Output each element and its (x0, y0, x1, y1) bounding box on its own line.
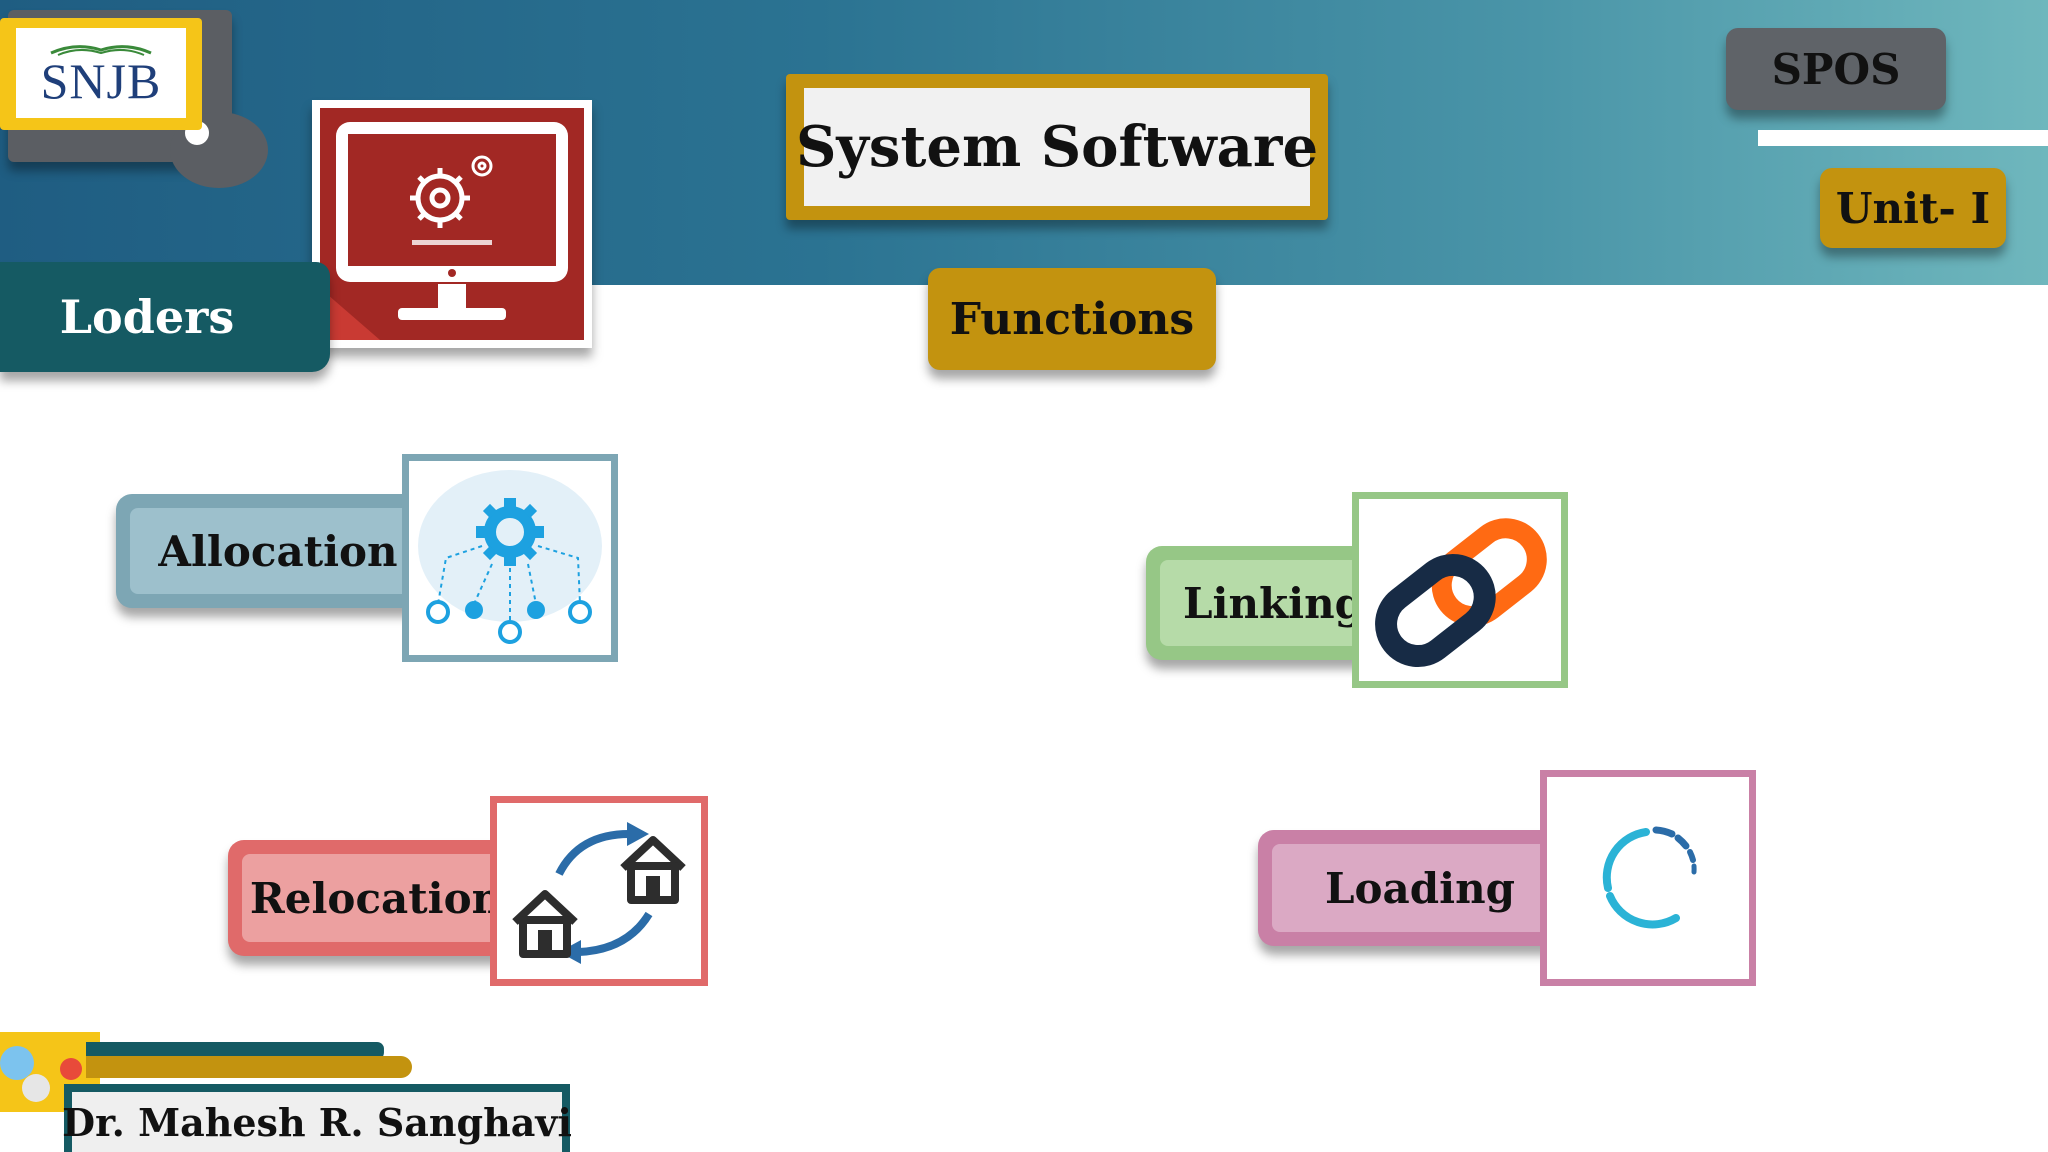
function-linking: Linking (1146, 546, 1370, 660)
page-title-frame: System Software (786, 74, 1328, 220)
footer-stripe-teal-overlay (86, 1042, 384, 1056)
function-allocation: Allocation (116, 494, 426, 608)
function-allocation-label: Allocation (158, 526, 398, 576)
function-loading-label: Loading (1325, 863, 1515, 913)
footer-decoration-circle-blue (0, 1046, 34, 1080)
relocation-icon-box (490, 796, 708, 986)
unit-badge: Unit- I (1820, 168, 2006, 248)
function-loading: Loading (1258, 830, 1568, 946)
monitor-icon-frame (312, 100, 592, 348)
function-relocation: Relocation (228, 840, 510, 956)
monitor-settings-icon (320, 108, 584, 340)
chain-link-icon (1375, 518, 1547, 668)
topic-label: Loders (0, 262, 330, 372)
subject-badge: SPOS (1726, 28, 1946, 110)
page-title: System Software (796, 88, 1318, 206)
loading-spinner-icon (1602, 826, 1697, 929)
footer-decoration-circle-white (22, 1074, 50, 1102)
logo-text: SNJB (40, 53, 162, 109)
linking-icon-box (1352, 492, 1568, 688)
book-icon (50, 45, 152, 56)
house-swap-icon (512, 822, 686, 964)
footer-decoration-circle-red (60, 1058, 82, 1080)
section-label: Functions (928, 268, 1216, 370)
author-badge: Dr. Mahesh R. Sanghavi (62, 1084, 572, 1152)
footer-stripe-gold (86, 1056, 412, 1078)
function-relocation-label: Relocation (249, 873, 503, 923)
gear-network-icon (418, 470, 602, 644)
loading-icon-box (1540, 770, 1756, 986)
topic-label-text: Loders (59, 290, 235, 344)
header-divider (1758, 130, 2048, 146)
logo: SNJB (16, 28, 186, 118)
allocation-icon-box (402, 454, 618, 662)
author-name: Dr. Mahesh R. Sanghavi (62, 1099, 572, 1145)
function-linking-label: Linking (1183, 578, 1364, 628)
